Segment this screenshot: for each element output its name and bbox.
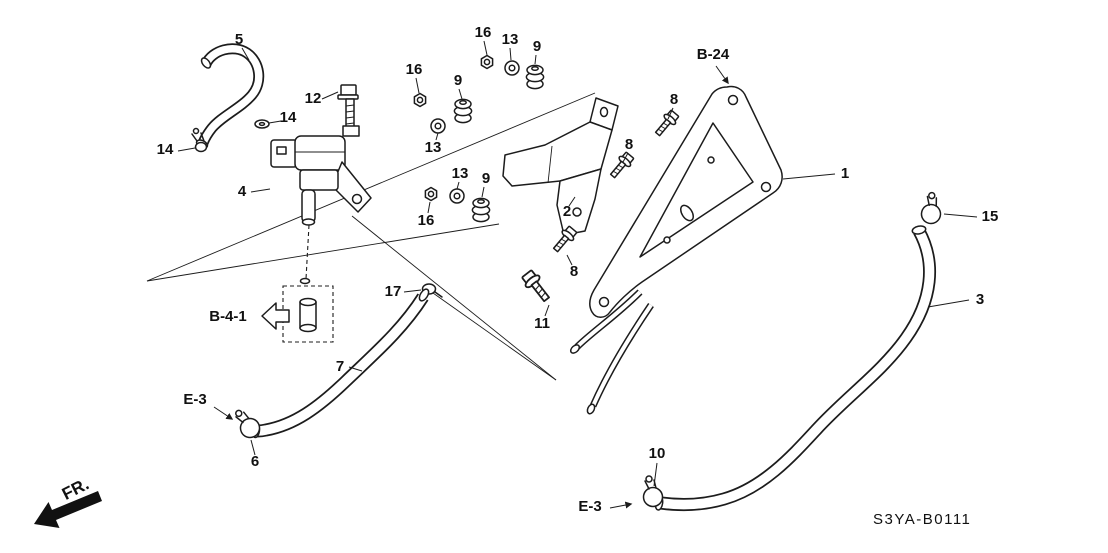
arrow-b24 [715, 65, 729, 85]
callout-5: 5 [235, 31, 243, 48]
purge-valve-4 [270, 125, 372, 226]
bolt-12 [337, 84, 359, 130]
nut-16-low [424, 186, 438, 202]
callout-9-b: 9 [454, 72, 462, 89]
diagram-code: S3YA-B0111 [873, 511, 971, 528]
callout-13-a: 13 [502, 31, 519, 48]
ref-e3-a: E-3 [183, 391, 206, 408]
arrow-e3-left [213, 406, 234, 420]
hose-5 [195, 43, 265, 149]
callout-8-a: 8 [670, 91, 678, 108]
bushing-9-low [471, 197, 491, 223]
fr-direction-arrow [34, 491, 102, 528]
callout-6: 6 [251, 453, 259, 470]
callout-16-b: 16 [406, 61, 423, 78]
callout-17: 17 [385, 283, 402, 300]
washer-13-top [504, 60, 520, 76]
callout-16-c: 16 [418, 212, 435, 229]
bolt-8-a [651, 108, 682, 140]
callout-14-b: 14 [157, 141, 174, 158]
ref-e3-b: E-3 [578, 498, 601, 515]
washer-13-mid [430, 118, 446, 134]
callout-8-c: 8 [570, 263, 578, 280]
ref-b24: B-24 [697, 46, 730, 63]
callout-15: 15 [982, 208, 999, 225]
callout-14-a: 14 [280, 109, 297, 126]
stay-bracket-2 [502, 97, 619, 236]
clamp-15 [918, 190, 947, 227]
callout-9-c: 9 [482, 170, 490, 187]
callout-1: 1 [841, 165, 849, 182]
callout-9-a: 9 [533, 38, 541, 55]
purge-pipes [569, 289, 654, 415]
bracket-1 [589, 85, 783, 318]
callout-4: 4 [238, 183, 247, 200]
washer-14 [254, 119, 270, 129]
inset-detail-b41 [282, 224, 334, 343]
callout-8-b: 8 [625, 136, 633, 153]
nut-16-top [480, 54, 494, 70]
callout-12: 12 [305, 90, 322, 107]
ref-b41: B-4-1 [209, 308, 247, 325]
callout-7: 7 [336, 358, 344, 375]
callout-13-c: 13 [452, 165, 469, 182]
callout-11: 11 [534, 315, 550, 332]
clamp-14-hose5 [191, 127, 208, 153]
nut-16-mid [413, 92, 427, 108]
leader-lines [177, 40, 978, 487]
hose-7 [251, 288, 430, 439]
clamp-10 [642, 475, 664, 508]
hollow-arrow-b41 [261, 302, 290, 330]
callout-3: 3 [976, 291, 984, 308]
callout-2: 2 [563, 203, 571, 220]
callout-13-b: 13 [425, 139, 442, 156]
bolt-8-b [606, 150, 637, 182]
callout-10: 10 [649, 445, 666, 462]
bushing-9-top [525, 64, 545, 90]
reference-labels: B-24 B-4-1 E-3 E-3 [183, 46, 730, 515]
bushing-9-mid [453, 98, 473, 124]
washer-13-low [449, 188, 465, 204]
callout-labels: 5 16 13 9 16 9 12 14 13 14 4 13 9 8 8 2 … [157, 24, 999, 470]
arrow-e3-bottom [609, 501, 633, 509]
hose-3 [654, 225, 936, 511]
callout-16-a: 16 [475, 24, 492, 41]
projection-lines [146, 92, 596, 381]
bolt-11 [519, 267, 555, 306]
